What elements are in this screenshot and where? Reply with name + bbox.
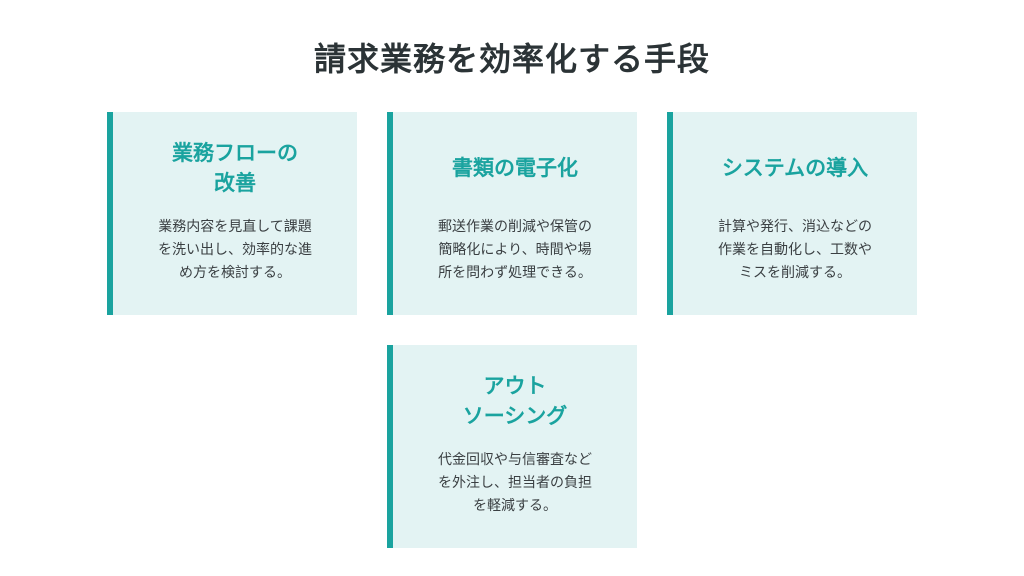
card-title: 書類の電子化 (452, 156, 578, 180)
card-title: システムの導入 (721, 156, 869, 180)
card-digitization: 書類の電子化 郵送作業の削減や保管の 簡略化により、時間や場 所を問わず処理でき… (387, 112, 637, 315)
card-title: 業務フローの 改善 (172, 141, 298, 195)
card-system-introduction: システムの導入 計算や発行、消込などの 作業を自動化し、工数や ミスを削減する。 (667, 112, 917, 315)
card-description: 計算や発行、消込などの 作業を自動化し、工数や ミスを削減する。 (718, 219, 872, 281)
card-description: 代金回収や与信審査など を外注し、担当者の負担 を軽減する。 (438, 452, 592, 514)
card-outsourcing: アウト ソーシング 代金回収や与信審査など を外注し、担当者の負担 を軽減する。 (387, 345, 637, 548)
card-title: アウト ソーシング (462, 374, 568, 428)
card-workflow-improvement: 業務フローの 改善 業務内容を見直して課題 を洗い出し、効率的な進 め方を検討す… (107, 112, 357, 315)
card-description: 業務内容を見直して課題 を洗い出し、効率的な進 め方を検討する。 (158, 219, 312, 281)
page-title: 請求業務を効率化する手段 (313, 40, 710, 78)
card-description: 郵送作業の削減や保管の 簡略化により、時間や場 所を問わず処理できる。 (438, 219, 592, 281)
